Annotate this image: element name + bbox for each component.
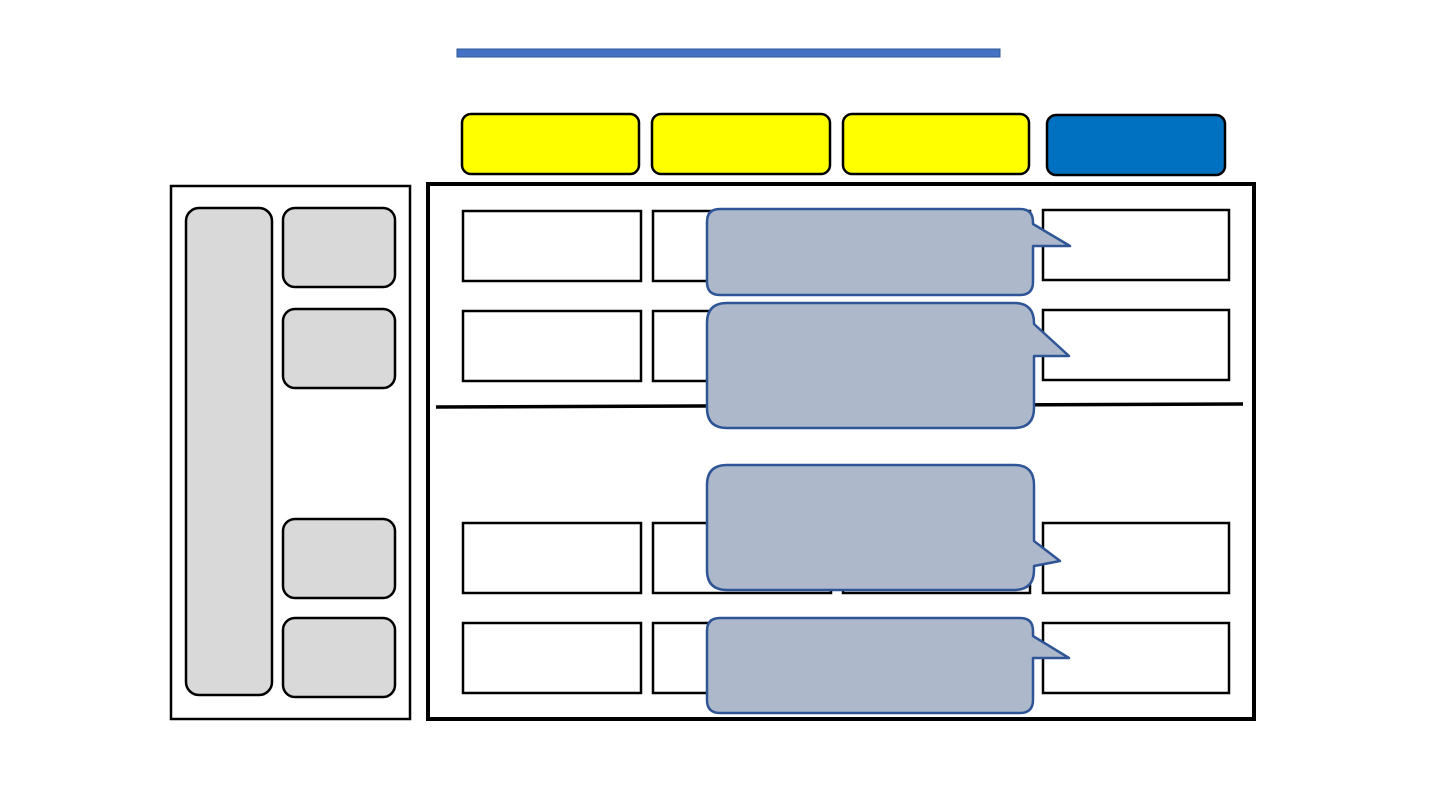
header-tab-2: [650, 112, 832, 176]
header-tabs: [460, 112, 1227, 177]
side-box-1: [281, 206, 397, 289]
header-tab-3: [841, 112, 1031, 176]
grid-cell-r3-c1: [461, 521, 643, 595]
side-box-2: [281, 307, 397, 390]
grid-cell-r2-c4: [1041, 308, 1231, 382]
callout-4: [705, 616, 1071, 715]
side-tall-bar: [184, 206, 274, 697]
main-panel-frame: [426, 182, 1256, 721]
callouts: [705, 207, 1072, 715]
grid-cell-r2-c1: [461, 309, 643, 383]
title-bar: [456, 48, 1001, 58]
side-panel: [169, 184, 412, 721]
grid-cell-r1-c1: [461, 209, 643, 283]
grid-cell-r3-c4: [1041, 521, 1231, 595]
callout-1: [705, 207, 1072, 297]
side-box-4: [281, 616, 397, 699]
side-box-3: [281, 517, 397, 600]
grid-cell-r4-c4: [1041, 621, 1231, 695]
callout-2: [705, 301, 1071, 430]
header-tab-1: [460, 112, 641, 176]
side-panel-frame: [169, 184, 412, 721]
callout-3: [705, 463, 1062, 592]
grid-cell-r4-c1: [461, 621, 643, 695]
grid-cell-r1-c4: [1041, 208, 1231, 282]
header-tab-4: [1045, 113, 1227, 177]
